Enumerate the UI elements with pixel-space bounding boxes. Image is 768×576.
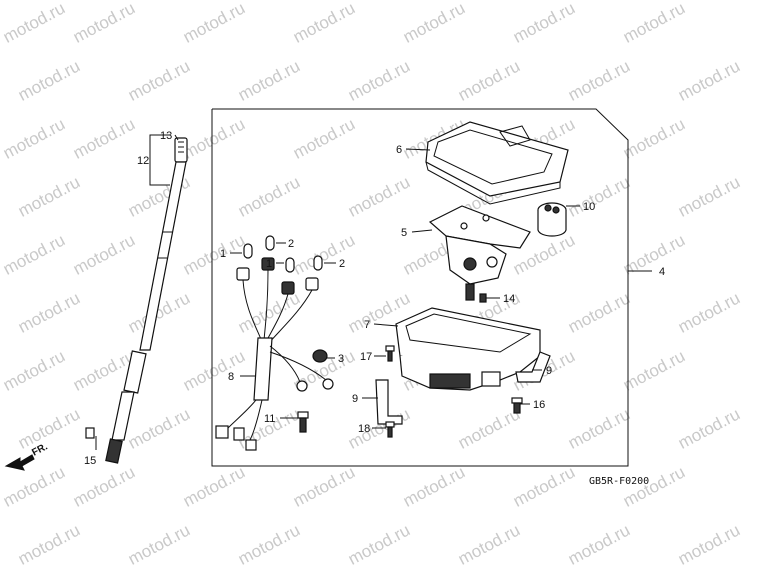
assembly-border: [211, 108, 629, 467]
callout-7: 7: [364, 319, 370, 331]
grommet-3: [312, 349, 328, 363]
front-label: FR.: [30, 441, 50, 458]
callout-6: 6: [396, 144, 402, 156]
callout-8: 8: [228, 371, 234, 383]
callout-2a: 2: [288, 238, 294, 250]
bracket-9-left: [375, 379, 403, 425]
callout-13: 13: [160, 130, 172, 142]
callout-9a: 9: [352, 393, 358, 405]
bulb-1-right: [281, 257, 295, 295]
callout-18: 18: [358, 423, 370, 435]
speedometer-cable: [85, 137, 188, 464]
bulb-1-left: [236, 243, 253, 281]
callout-15: 15: [84, 455, 96, 467]
meter-cover: [425, 121, 569, 205]
screw-18: [385, 421, 395, 438]
bulb-2-top: [261, 235, 275, 271]
screw-14: [479, 293, 487, 303]
callout-3: 3: [338, 353, 344, 365]
callout-9b: 9: [546, 365, 552, 377]
leader-5: [411, 229, 433, 233]
screw-17: [385, 345, 395, 362]
wire-harness: [215, 269, 334, 451]
callout-14: 14: [503, 293, 515, 305]
leader-12-13: [149, 134, 170, 186]
bracket-9-right: [515, 351, 551, 383]
screw-16: [511, 397, 523, 414]
callout-17: 17: [360, 351, 372, 363]
socket-10: [537, 202, 567, 237]
callout-1b: 1: [266, 258, 272, 270]
front-arrow: FR.: [4, 441, 50, 471]
callout-2b: 2: [339, 258, 345, 270]
leader-7: [373, 323, 399, 327]
callout-11: 11: [264, 413, 275, 425]
callout-10: 10: [583, 201, 595, 213]
callout-1a: 1: [220, 248, 226, 260]
bulb-2-right: [305, 255, 323, 291]
callout-12: 12: [137, 155, 149, 167]
diagram-code: GB5R-F0200: [589, 476, 649, 487]
meter-case: [395, 307, 541, 391]
screw-11: [297, 411, 309, 433]
meter-unit: [428, 205, 531, 301]
callout-16: 16: [533, 399, 545, 411]
callout-5: 5: [401, 227, 407, 239]
leader-6: [405, 148, 431, 151]
callout-4: 4: [659, 266, 665, 278]
